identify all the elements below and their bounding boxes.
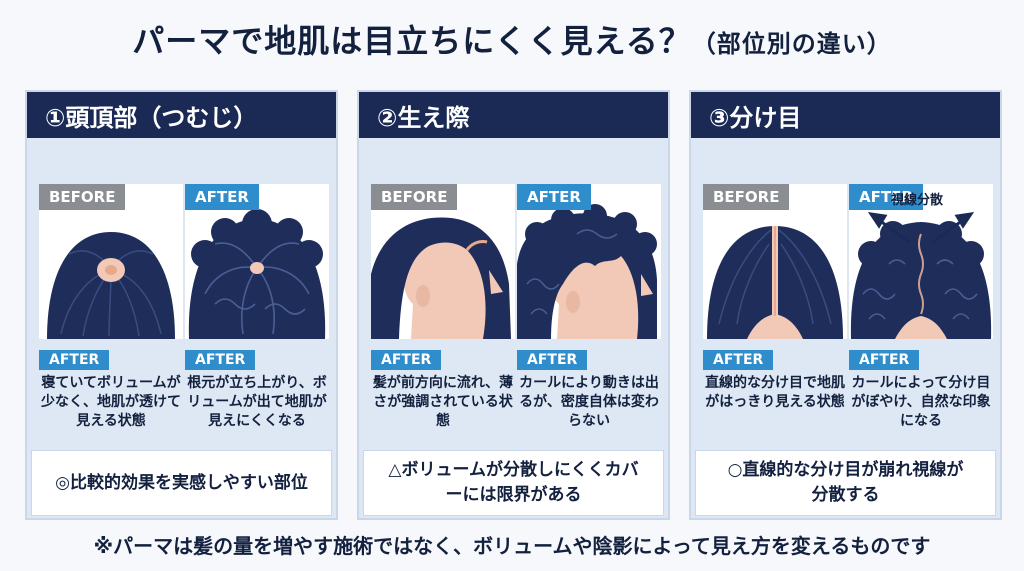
panel-heading: ②生え際 (359, 92, 668, 138)
panel-summary: ○直線的な分け目が崩れ視線が分散する (695, 450, 996, 516)
description-before: 寝ていてボリュームが少なく、地肌が透けて見える状態 (41, 375, 181, 429)
description-before: 髪が前方向に流れ、薄さが強調されている状態 (372, 375, 514, 429)
crown-after-illustration (188, 209, 326, 339)
description-after: カールにより動きは出るが、密度自体は変わらない (519, 375, 659, 429)
before-badge: BEFORE (703, 184, 790, 210)
after-badge: AFTER (517, 184, 591, 210)
before-badge: BEFORE (371, 184, 458, 210)
caption-badge-left: AFTER (39, 350, 110, 370)
part-after-illustration (850, 212, 992, 339)
hairline-before-illustration (371, 217, 511, 339)
after-badge: AFTER (849, 184, 923, 210)
panel-heading: ①頭頂部（つむじ） (27, 92, 336, 138)
footer-note: ※パーマは髪の量を増やす施術ではなく、ボリュームや陰影によって見え方を変えるもの… (93, 534, 931, 558)
panel-heading: ③分け目 (691, 92, 1000, 138)
after-image-hairline: AFTER (517, 184, 661, 339)
before-image-crown: BEFORE (39, 184, 183, 339)
before-badge: BEFORE (39, 184, 126, 210)
after-image-crown: AFTER (185, 184, 329, 339)
caption-badge-right: AFTER (185, 350, 256, 370)
arrow-label: 視線分散 (891, 193, 944, 208)
panel-part-line: ③分け目 BEFORE AFTER (689, 90, 1002, 520)
arrow-icon (867, 212, 975, 244)
panel-crown: ①頭頂部（つむじ） BEFORE AFTER (25, 90, 338, 520)
caption-badge-right: AFTER (517, 350, 588, 370)
part-before-illustration (707, 226, 843, 339)
after-badge: AFTER (185, 184, 259, 210)
caption-badge-left: AFTER (371, 350, 442, 370)
page-title: パーマで地肌は目立ちにくく見える？（部位別の違い） (0, 16, 1024, 62)
description-after: 根元が立ち上がり、ボリュームが出て地肌が見えにくくなる (187, 375, 327, 429)
crown-before-illustration (47, 232, 175, 339)
title-main: パーマで地肌は目立ちにくく見える？ (132, 22, 692, 60)
description-after: カールによって分け目がぼやけ、自然な印象になる (851, 375, 991, 429)
panel-summary: △ボリュームが分散しにくくカバーには限界がある (363, 450, 664, 516)
caption-badge-right: AFTER (849, 350, 920, 370)
panel-hairline: ②生え際 BEFORE AFTER AFTER AF (357, 90, 670, 520)
panel-summary: ◎比較的効果を実感しやすい部位 (31, 450, 332, 516)
title-sub: （部位別の違い） (691, 30, 892, 58)
before-image-part: BEFORE (703, 184, 847, 339)
description-before: 直線的な分け目で地肌がはっきり見える状態 (705, 375, 845, 410)
after-image-part: AFTER 視線分散 (849, 184, 993, 339)
before-image-hairline: BEFORE (371, 184, 515, 339)
hairline-after-illustration (517, 204, 657, 339)
caption-badge-left: AFTER (703, 350, 774, 370)
